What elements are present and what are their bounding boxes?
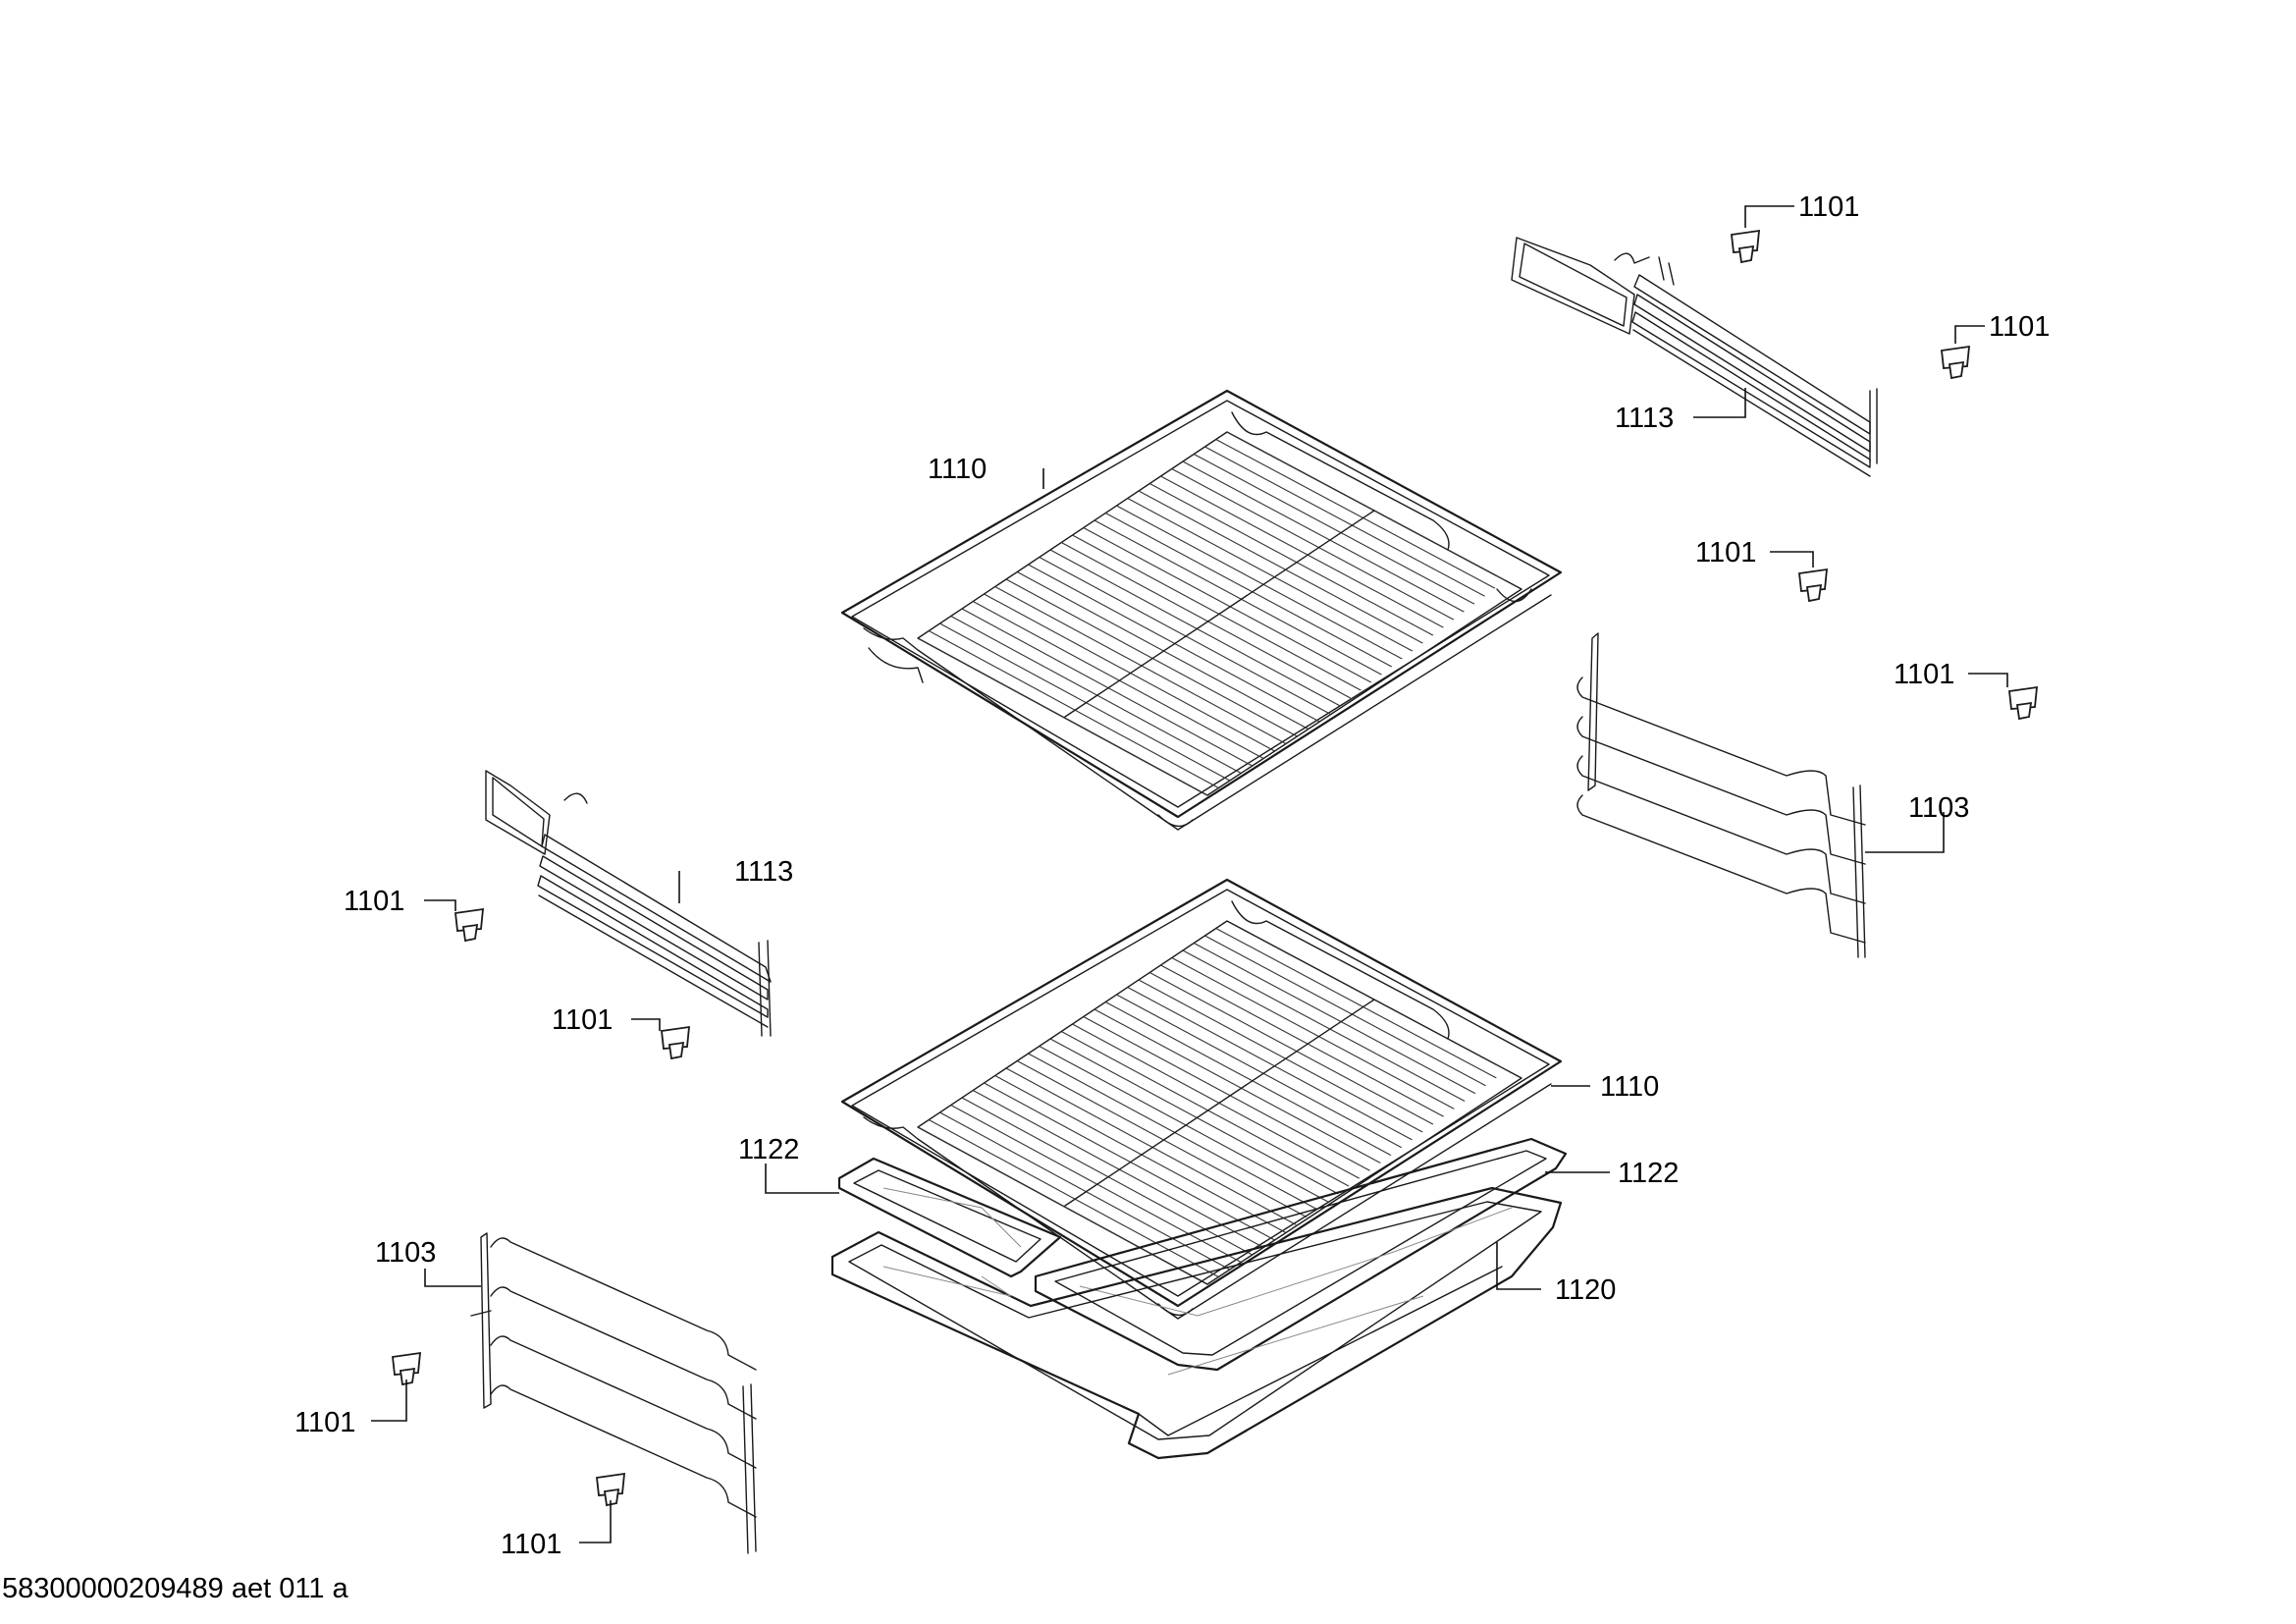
label-bottom-clip-2: 1101 [501, 1529, 561, 1560]
rack-wire [994, 1075, 1287, 1233]
rack-wire [972, 601, 1264, 759]
label-upper-rack: 1110 [928, 454, 987, 485]
clip-fastener-7 [392, 1351, 422, 1386]
label-right-clip-4: 1101 [1894, 659, 1954, 690]
left-enamel-tray [837, 1157, 1062, 1278]
rack-wire [961, 608, 1253, 767]
rack-wire [984, 593, 1275, 752]
rack-wire [1039, 557, 1331, 715]
label-right-side-grid: 1103 [1908, 792, 1969, 824]
rack-wire [1049, 1038, 1343, 1197]
rack-wire [984, 1082, 1275, 1241]
rack-wire [928, 630, 1219, 788]
clip-fastener-3 [1798, 568, 1829, 603]
rack-wire [1005, 578, 1298, 737]
label-top-right-clip-1: 1101 [1798, 191, 1859, 223]
left-telescopic-rail [485, 770, 772, 1037]
clip-fastener-4 [2008, 685, 2039, 721]
rack-cross-bar [1064, 510, 1375, 718]
rack-wire [917, 637, 1208, 796]
rack-wire [1060, 1031, 1354, 1189]
label-right-clip-3: 1101 [1695, 537, 1756, 568]
rack-wire [994, 586, 1287, 744]
clip-fastener-8 [596, 1472, 626, 1507]
label-bottom-clip-1: 1101 [294, 1407, 355, 1438]
label-left-clip-1: 1101 [344, 886, 404, 917]
label-top-right-clip-2: 1101 [1989, 311, 2050, 343]
rack-wire [1028, 564, 1320, 723]
rack-wire [961, 1097, 1253, 1256]
drawing-code: 58300000209489 aet 011 a [2, 1573, 349, 1604]
rack-wire [950, 1105, 1242, 1263]
rack-wire [939, 623, 1231, 782]
baking-pan [830, 1186, 1563, 1460]
label-lower-rack: 1110 [1600, 1071, 1659, 1103]
left-side-support-grid [470, 1232, 757, 1554]
label-left-rail: 1113 [734, 856, 793, 888]
rack-wire [917, 1126, 1208, 1285]
label-left-side-grid: 1103 [375, 1237, 436, 1269]
label-left-clip-2: 1101 [552, 1004, 613, 1036]
rack-wire [1060, 542, 1354, 700]
rack-wire [1016, 1060, 1309, 1218]
rack-wire [1039, 1046, 1331, 1204]
rack-wire [1005, 1067, 1298, 1226]
clip-fastener-5 [454, 907, 485, 943]
label-right-tray: 1122 [1618, 1158, 1679, 1189]
rack-wire [1016, 571, 1309, 730]
label-baking-pan: 1120 [1555, 1274, 1616, 1306]
clip-fastener-1 [1731, 229, 1761, 264]
rack-wire [1028, 1053, 1320, 1212]
rack-cross-bar [1064, 999, 1375, 1207]
label-top-right-rail: 1113 [1615, 403, 1674, 434]
upper-wire-rack [840, 389, 1563, 831]
clip-fastener-6 [661, 1025, 691, 1060]
label-left-tray: 1122 [738, 1134, 799, 1165]
right-enamel-tray [1034, 1137, 1568, 1372]
rack-wire [972, 1090, 1264, 1248]
rack-wire [950, 616, 1242, 774]
rack-wire [1049, 549, 1343, 708]
top-right-telescopic-rail [1511, 237, 1878, 477]
lower-wire-rack [840, 878, 1563, 1320]
clip-fastener-2 [1941, 345, 1971, 380]
right-side-support-grid [1576, 632, 1866, 958]
rack-wire [928, 1119, 1219, 1277]
rack-wire [939, 1111, 1231, 1271]
leader-lines [371, 205, 2008, 1543]
